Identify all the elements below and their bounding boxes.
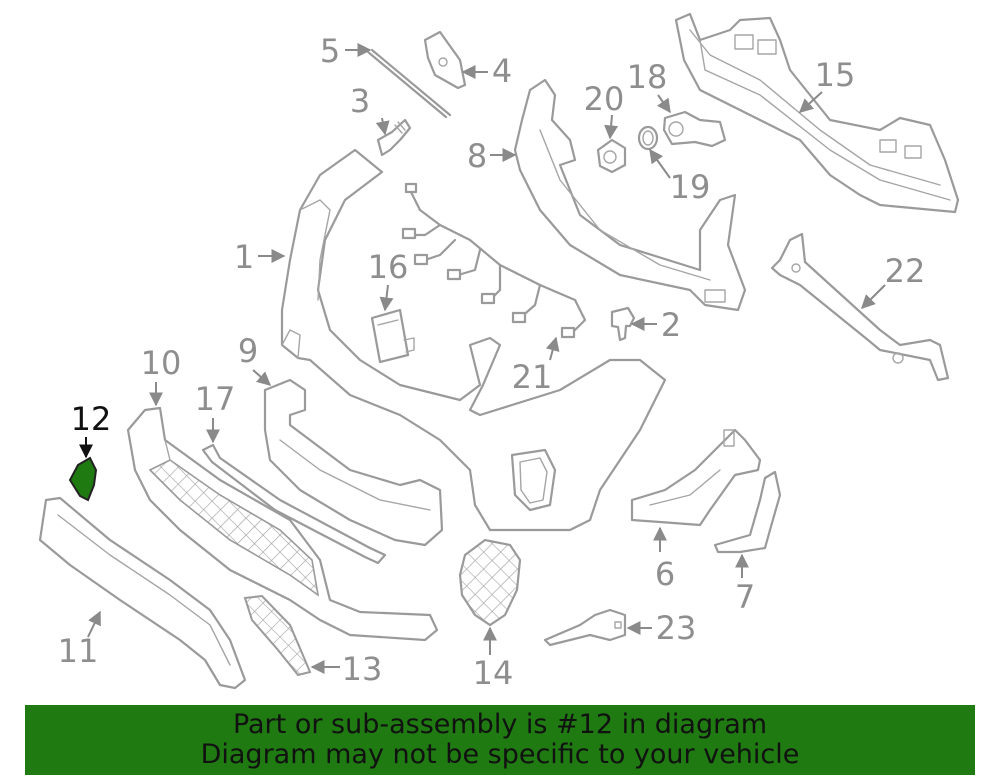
info-banner: Part or sub-assembly is #12 in diagram D… bbox=[25, 705, 975, 775]
bracket-strip-part-8 bbox=[513, 78, 747, 312]
push-clip-part-2 bbox=[610, 306, 636, 342]
part-12-shape bbox=[68, 456, 98, 502]
lower-grille-part-11 bbox=[38, 496, 247, 690]
callout-18: 18 bbox=[627, 58, 668, 96]
callout-21: 21 bbox=[512, 358, 553, 396]
side-bracket-part-7 bbox=[713, 470, 782, 554]
callout-4: 4 bbox=[492, 52, 512, 90]
sensor-part-18 bbox=[662, 110, 727, 148]
lower-crossbar-part-22 bbox=[770, 232, 950, 382]
callout-20: 20 bbox=[584, 80, 625, 118]
callout-16: 16 bbox=[368, 248, 409, 286]
wiring-harness-part-21 bbox=[401, 182, 587, 339]
callout-3: 3 bbox=[350, 82, 370, 120]
bumper-cover-part-1 bbox=[280, 148, 667, 532]
callout-22: 22 bbox=[885, 252, 926, 290]
callout-19: 19 bbox=[670, 168, 711, 206]
ring-part-19 bbox=[637, 125, 659, 151]
banner-line-disclaimer: Diagram may not be specific to your vehi… bbox=[200, 739, 800, 770]
rod-part-5 bbox=[366, 48, 452, 119]
sensor-module-part-16 bbox=[370, 308, 415, 364]
callout-10: 10 bbox=[141, 344, 182, 382]
banner-line-part-number: Part or sub-assembly is #12 in diagram bbox=[232, 709, 768, 740]
side-insert-part-13 bbox=[243, 594, 312, 677]
emblem-plate-part-4 bbox=[423, 30, 467, 90]
callout-23: 23 bbox=[656, 609, 697, 647]
energy-absorber-part-9 bbox=[263, 378, 444, 547]
highlighted-part-12 bbox=[68, 456, 98, 502]
callout-2: 2 bbox=[661, 306, 681, 344]
grille-part-10 bbox=[126, 406, 439, 642]
callout-13: 13 bbox=[342, 650, 383, 688]
callout-12: 12 bbox=[71, 400, 112, 438]
fog-grille-part-14 bbox=[458, 538, 522, 627]
callout-6: 6 bbox=[655, 555, 675, 593]
sensor-part-23 bbox=[543, 608, 627, 647]
screw-part-3 bbox=[376, 118, 412, 157]
sensor-housing-part-20 bbox=[596, 138, 627, 174]
callout-11: 11 bbox=[58, 632, 99, 670]
callout-17: 17 bbox=[195, 380, 236, 418]
callout-8: 8 bbox=[467, 137, 487, 175]
trim-strip-part-17 bbox=[201, 443, 387, 565]
callout-15: 15 bbox=[815, 56, 856, 94]
reinforcement-beam-part-15 bbox=[674, 12, 960, 214]
callout-7: 7 bbox=[735, 578, 755, 616]
callout-14: 14 bbox=[473, 654, 514, 692]
callout-5: 5 bbox=[320, 32, 340, 70]
side-bracket-part-6 bbox=[630, 428, 762, 527]
callout-9: 9 bbox=[238, 332, 258, 370]
callout-1: 1 bbox=[234, 238, 254, 276]
